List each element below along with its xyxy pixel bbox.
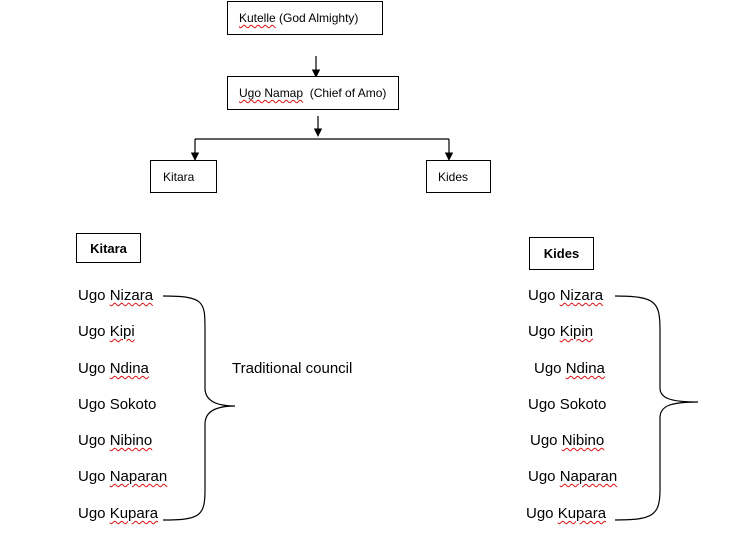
left-member: Ugo Kipi bbox=[78, 323, 135, 340]
left-member: Ugo Naparan bbox=[78, 468, 167, 485]
left-member-name: Nizara bbox=[109, 287, 154, 304]
branch-box-kides: Kides bbox=[426, 160, 491, 193]
left-member: Ugo Sokoto bbox=[78, 396, 156, 413]
right-group-title: Kides bbox=[529, 237, 594, 270]
right-member: Ugo Kipin bbox=[528, 323, 593, 340]
left-member-prefix: Ugo bbox=[78, 287, 110, 304]
right-member-name: Nibino bbox=[561, 432, 605, 449]
left-group-title: Kitara bbox=[76, 233, 141, 263]
right-member-name: Ndina bbox=[565, 360, 605, 377]
top-box-word: Kutelle bbox=[239, 11, 276, 25]
left-member-prefix: Ugo bbox=[78, 505, 110, 522]
top-box-rest: (God Almighty) bbox=[275, 11, 359, 25]
branch-box-kitara-label: Kitara bbox=[163, 169, 195, 184]
right-member-prefix: Ugo bbox=[526, 505, 558, 522]
left-member-name: Kipi bbox=[109, 323, 135, 340]
right-member: Ugo Nizara bbox=[528, 287, 603, 304]
branch-box-kitara: Kitara bbox=[150, 160, 217, 193]
chief-box: Ugo Namap (Chief of Amo) bbox=[227, 76, 399, 110]
right-member: Ugo Sokoto bbox=[528, 396, 606, 413]
right-member-name: Sokoto bbox=[559, 396, 607, 413]
right-member-name: Kipin bbox=[559, 323, 594, 340]
right-member-name: Kupara bbox=[557, 505, 607, 522]
left-member: Ugo Nibino bbox=[78, 432, 152, 449]
right-group-title-label: Kides bbox=[543, 246, 580, 261]
left-brace bbox=[162, 295, 236, 521]
branch-box-kides-label: Kides bbox=[438, 169, 469, 184]
left-member-name: Naparan bbox=[109, 468, 168, 485]
left-member-prefix: Ugo bbox=[78, 432, 110, 449]
top-box-god-almighty: Kutelle (God Almighty) bbox=[227, 1, 383, 35]
right-member-prefix: Ugo bbox=[534, 360, 566, 377]
right-member-prefix: Ugo bbox=[528, 468, 560, 485]
right-member-prefix: Ugo bbox=[528, 323, 560, 340]
traditional-council-label: Traditional council bbox=[232, 360, 353, 377]
left-member-name: Kupara bbox=[109, 505, 159, 522]
left-member-prefix: Ugo bbox=[78, 468, 110, 485]
left-member-prefix: Ugo bbox=[78, 323, 110, 340]
right-brace bbox=[614, 295, 699, 521]
right-member-name: Naparan bbox=[559, 468, 618, 485]
right-member: Ugo Ndina bbox=[534, 360, 605, 377]
left-member: Ugo Ndina bbox=[78, 360, 149, 377]
left-member-prefix: Ugo bbox=[78, 360, 110, 377]
right-member: Ugo Kupara bbox=[526, 505, 606, 522]
chief-box-rest: (Chief of Amo) bbox=[303, 86, 387, 100]
left-group-title-label: Kitara bbox=[90, 240, 127, 256]
right-member-name: Nizara bbox=[559, 287, 604, 304]
right-member: Ugo Nibino bbox=[530, 432, 604, 449]
left-member-name: Ndina bbox=[109, 360, 149, 377]
right-member-prefix: Ugo bbox=[528, 396, 560, 413]
left-member: Ugo Nizara bbox=[78, 287, 153, 304]
left-member-name: Sokoto bbox=[109, 396, 157, 413]
left-member-prefix: Ugo bbox=[78, 396, 110, 413]
right-member-prefix: Ugo bbox=[530, 432, 562, 449]
right-member-prefix: Ugo bbox=[528, 287, 560, 304]
left-member-name: Nibino bbox=[109, 432, 153, 449]
left-member: Ugo Kupara bbox=[78, 505, 158, 522]
right-member: Ugo Naparan bbox=[528, 468, 617, 485]
chief-box-word: Ugo Namap bbox=[239, 86, 304, 100]
